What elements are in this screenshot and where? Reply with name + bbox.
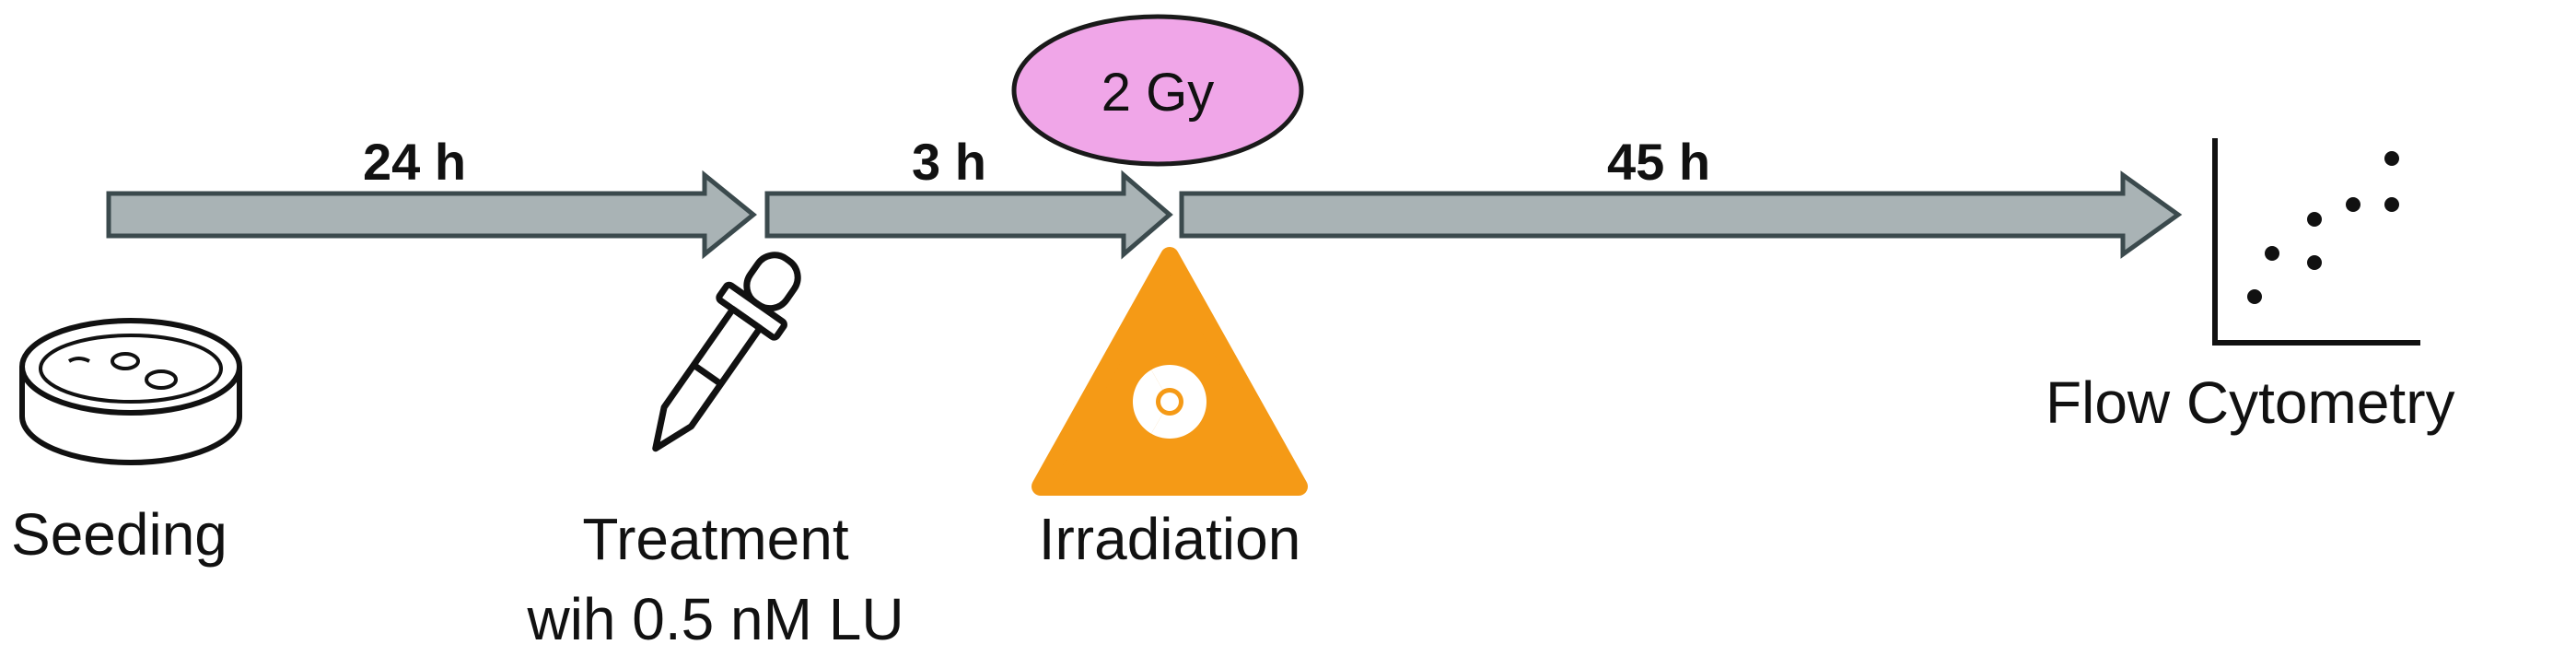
- arrow-24h: [106, 170, 757, 260]
- duration-45h-label: 45 h: [1607, 133, 1711, 191]
- arrow-3h: [764, 170, 1173, 260]
- petri-dish-icon: [19, 318, 242, 465]
- duration-3h-label: 3 h: [912, 133, 986, 191]
- arrow-45h: [1179, 170, 2183, 259]
- flow-cytometry-label: Flow Cytometry: [2046, 369, 2455, 436]
- treatment-label: Treatment: [582, 506, 849, 572]
- treatment-detail-label: wih 0.5 nM LU: [527, 586, 904, 652]
- seeding-label: Seeding: [11, 501, 227, 568]
- scatter-plot-icon: [2212, 138, 2420, 346]
- dose-ellipse: [1011, 14, 1304, 167]
- irradiation-label: Irradiation: [1038, 506, 1301, 572]
- dropper-icon: [652, 252, 801, 452]
- duration-24h-label: 24 h: [363, 133, 467, 191]
- dose-label: 2 Gy: [1101, 63, 1215, 123]
- radiation-warning-icon: [1032, 247, 1308, 496]
